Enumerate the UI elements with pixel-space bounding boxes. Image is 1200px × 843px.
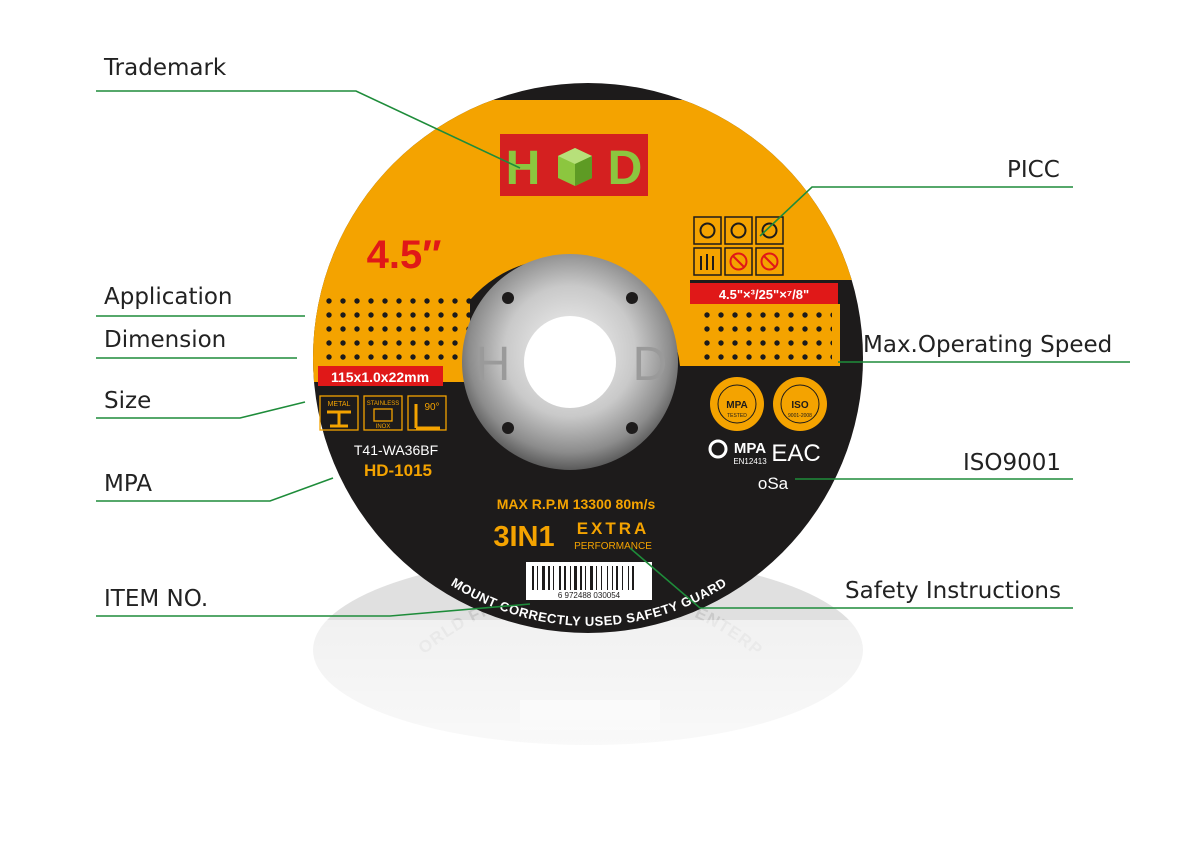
svg-text:INOX: INOX <box>376 424 391 430</box>
stainless-icon <box>363 395 403 431</box>
mpa-seal-icon: MPA TESTED <box>710 377 764 431</box>
svg-text:EN12413: EN12413 <box>733 457 767 466</box>
barcode-bar <box>612 566 613 590</box>
barcode-bar <box>601 566 602 590</box>
dimension-bar <box>318 366 443 386</box>
barcode-bar <box>616 566 618 590</box>
barcode-bar <box>532 566 534 590</box>
barcode-bar <box>632 566 634 590</box>
eac-mark: EAC <box>771 440 820 467</box>
spec-bar <box>690 283 838 304</box>
ear-protection-icon <box>693 216 722 245</box>
callout-dimension: Dimension <box>104 327 227 353</box>
tag-extra: EXTRA <box>577 519 650 538</box>
barcode-bar <box>548 566 550 590</box>
barcode-bar <box>574 566 577 590</box>
hub-h: H <box>476 338 511 391</box>
svg-text:6 972488 030054: 6 972488 030054 <box>558 591 621 600</box>
barcode-bar <box>607 566 608 590</box>
barcode-bar <box>585 566 586 590</box>
callout-safety-instructions: Safety Instructions <box>845 578 1061 604</box>
barcode-bar <box>537 566 538 590</box>
svg-text:MPA: MPA <box>726 400 747 411</box>
grade-text: T41-WA36BF <box>354 442 438 458</box>
leader-size <box>96 401 306 419</box>
callout-item-no: ITEM NO. <box>104 586 209 612</box>
barcode-bar <box>628 566 629 590</box>
safety-icons <box>693 216 784 276</box>
barcode-bar <box>580 566 582 590</box>
eye-protection-icon <box>724 216 753 245</box>
application-icons: METAL STAINLESS INOX 90° <box>319 395 447 431</box>
callout-max-speed: Max.Operating Speed <box>863 332 1113 358</box>
osa-mark: oSa <box>758 474 789 493</box>
metal-hub: H D <box>462 254 678 470</box>
svg-text:9001-2008: 9001-2008 <box>788 413 812 419</box>
brand-logo: H D <box>500 134 648 196</box>
angle-icon <box>407 395 447 431</box>
iso-seal-icon: ISO 9001-2008 <box>773 377 827 431</box>
barcode-bar <box>570 566 571 590</box>
callout-iso9001: ISO9001 <box>963 450 1062 476</box>
leader-mpa <box>96 477 334 502</box>
mask-icon <box>755 216 784 245</box>
leader-safety <box>629 547 1073 609</box>
barcode-bar <box>559 566 561 590</box>
leader-picc <box>759 186 1073 237</box>
leader-trademark <box>96 90 521 169</box>
max-speed-text: MAX R.P.M 13300 80m/s <box>497 496 656 512</box>
size-inch: 4.5″ <box>367 233 442 277</box>
hub-d: D <box>633 338 668 391</box>
svg-text:METAL: METAL <box>328 401 351 408</box>
barcode-bar <box>553 566 554 590</box>
barcode: 6 972488 030054 <box>526 562 652 600</box>
svg-text:90°: 90° <box>424 402 439 413</box>
callout-size: Size <box>104 388 152 414</box>
mpa-logo: MPA EN12413 <box>708 439 767 466</box>
callout-picc: PICC <box>1007 157 1060 183</box>
leader-lines <box>96 90 1130 617</box>
dimension-text: 115x1.0x22mm <box>331 369 429 385</box>
callout-mpa: MPA <box>104 471 152 497</box>
leader-item <box>96 603 531 617</box>
barcode-bar <box>564 566 566 590</box>
svg-text:TESTED: TESTED <box>727 413 747 419</box>
dot-pattern-right <box>700 306 832 364</box>
svg-text:MPA: MPA <box>734 440 766 457</box>
cube-icon <box>558 148 592 186</box>
svg-text:STAINLESS: STAINLESS <box>367 401 400 407</box>
barcode-bar <box>590 566 593 590</box>
item-number: HD-1015 <box>364 461 432 480</box>
svg-text:D: D <box>608 142 643 195</box>
tag-performance: PERFORMANCE <box>574 541 652 552</box>
barcode-bars <box>532 566 634 590</box>
callout-application: Application <box>104 284 233 310</box>
barcode-bar <box>542 566 545 590</box>
cutting-disc: H D 4.5″ 115x1.0x22mm METAL STAINLESS IN… <box>313 83 863 633</box>
spec-inch: 4.5"×³/25"×⁷/8" <box>719 287 809 302</box>
barcode-bar <box>622 566 623 590</box>
svg-text:ISO: ISO <box>791 400 808 411</box>
metal-icon <box>319 395 359 431</box>
callout-trademark: Trademark <box>104 55 227 81</box>
svg-text:H: H <box>506 142 541 195</box>
barcode-bar <box>596 566 597 590</box>
dot-pattern-left <box>318 290 473 366</box>
tag-3in1: 3IN1 <box>493 521 554 553</box>
